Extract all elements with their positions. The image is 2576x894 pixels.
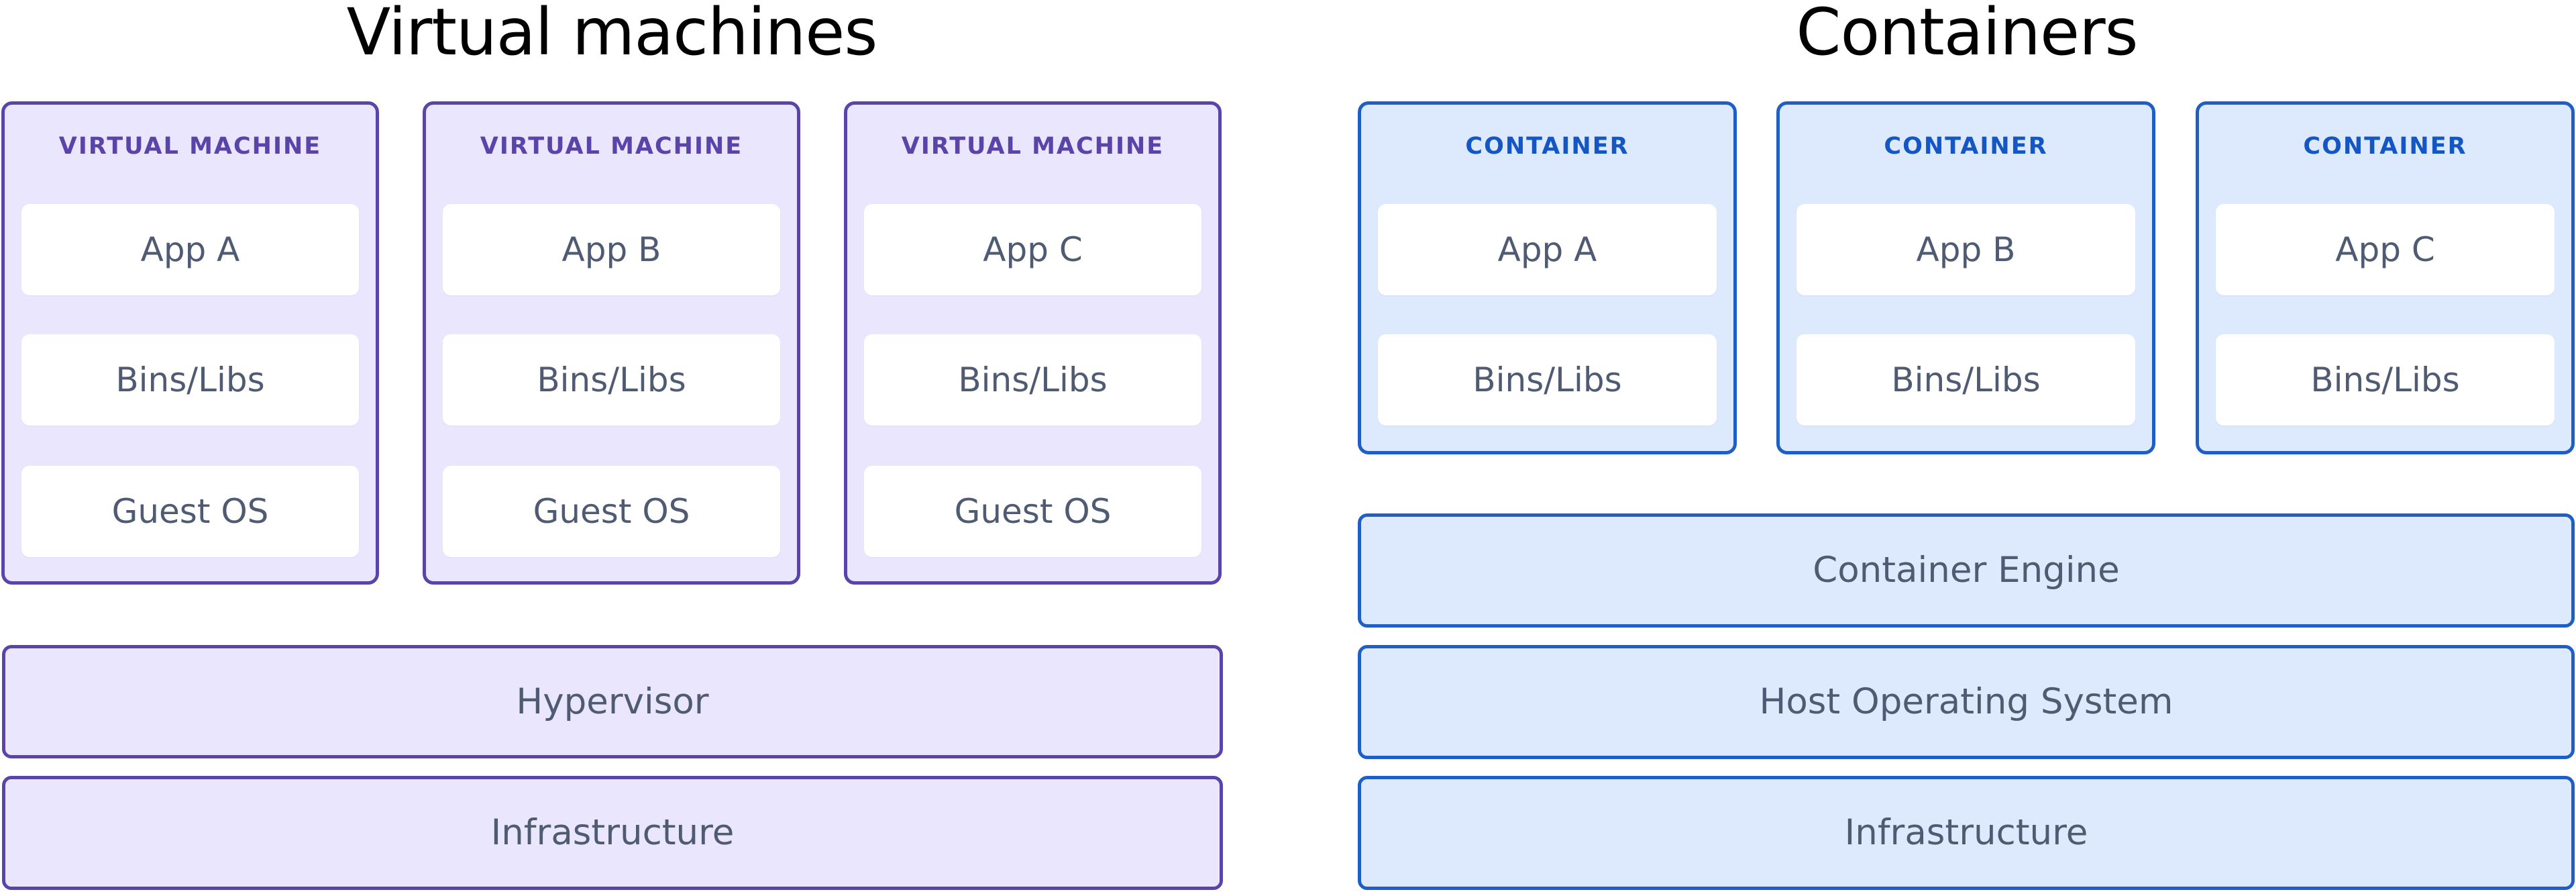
app-layer: App A [21, 204, 359, 295]
vm-box-label: VIRTUAL MACHINE [480, 133, 743, 160]
container-box-label: CONTAINER [2303, 133, 2467, 160]
app-layer: App B [443, 204, 780, 295]
vm-box: VIRTUAL MACHINE App A Bins/Libs Guest OS [1, 101, 379, 585]
vm-box: VIRTUAL MACHINE App B Bins/Libs Guest OS [423, 101, 800, 585]
container-engine-layer: Container Engine [1358, 513, 2575, 628]
guest-os-layer: Guest OS [864, 466, 1201, 557]
guest-os-layer: Guest OS [443, 466, 780, 557]
vm-box: VIRTUAL MACHINE App C Bins/Libs Guest OS [844, 101, 1222, 585]
bins-libs-layer: Bins/Libs [1378, 334, 1717, 426]
container-box: CONTAINER App B Bins/Libs [1776, 101, 2155, 454]
app-layer: App B [1796, 204, 2135, 295]
containers-title: Containers [1796, 0, 2138, 70]
guest-os-layer: Guest OS [21, 466, 359, 557]
vm-box-label: VIRTUAL MACHINE [901, 133, 1165, 160]
hypervisor-layer: Hypervisor [2, 645, 1223, 758]
bins-libs-layer: Bins/Libs [443, 334, 780, 426]
vm-title: Virtual machines [346, 0, 878, 70]
app-layer: App A [1378, 204, 1717, 295]
host-os-layer: Host Operating System [1358, 645, 2575, 759]
app-layer: App C [2216, 204, 2555, 295]
container-box: CONTAINER App A Bins/Libs [1358, 101, 1737, 454]
bins-libs-layer: Bins/Libs [864, 334, 1201, 426]
vm-box-label: VIRTUAL MACHINE [58, 133, 322, 160]
container-box-label: CONTAINER [1884, 133, 2048, 160]
bins-libs-layer: Bins/Libs [1796, 334, 2135, 426]
bins-libs-layer: Bins/Libs [21, 334, 359, 426]
vm-infrastructure-layer: Infrastructure [2, 776, 1223, 890]
app-layer: App C [864, 204, 1201, 295]
container-box-label: CONTAINER [1465, 133, 1629, 160]
container-box: CONTAINER App C Bins/Libs [2196, 101, 2575, 454]
container-infrastructure-layer: Infrastructure [1358, 776, 2575, 890]
bins-libs-layer: Bins/Libs [2216, 334, 2555, 426]
